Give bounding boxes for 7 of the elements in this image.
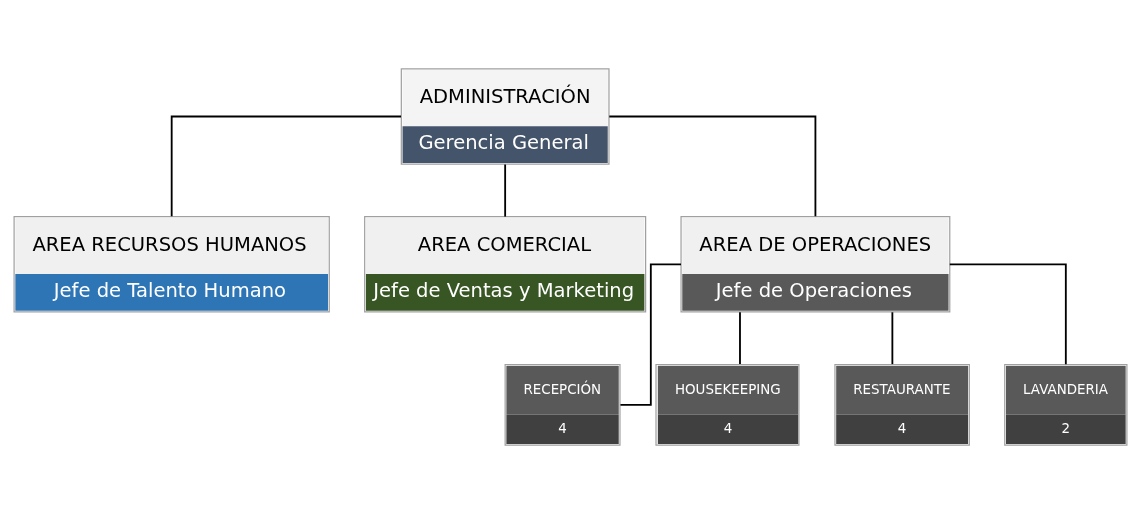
connector <box>619 262 682 406</box>
connector <box>608 115 817 217</box>
connector <box>948 262 1067 365</box>
connector <box>739 310 741 365</box>
connector <box>891 310 894 365</box>
connector <box>170 115 402 217</box>
connector <box>504 163 507 217</box>
